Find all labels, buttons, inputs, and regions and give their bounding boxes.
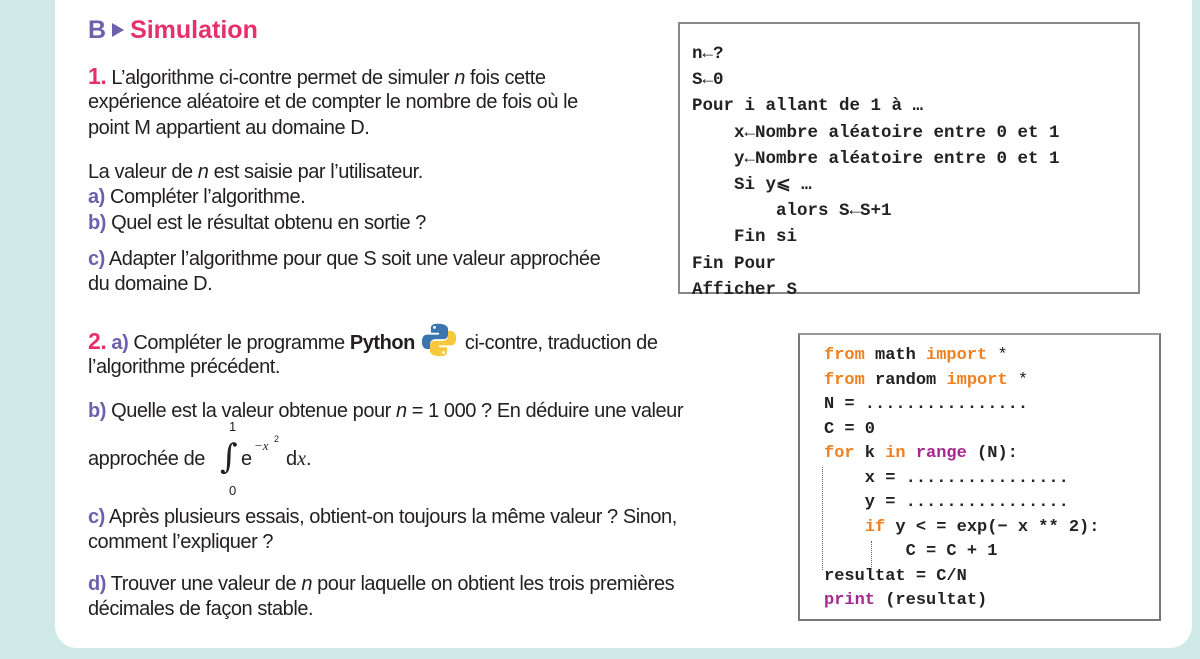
algo-line: Fin si — [692, 227, 798, 248]
q2-b: b) Quelle est la valeur obtenue pour n =… — [88, 400, 684, 422]
q1-c: c) Adapter l’algorithme pour que S soit … — [88, 248, 601, 270]
q2-d-line-2: décimales de façon stable. — [88, 598, 314, 620]
q1-b: b) Quel est le résultat obtenu en sortie… — [88, 212, 426, 234]
python-logo-icon — [421, 323, 456, 356]
integral-expression: 1 ∫ 0 e −x 2 dx. — [220, 419, 312, 498]
algorithm-box: n←? S←0 Pour i allant de 1 à … x←Nombre … — [678, 22, 1140, 300]
q1-line-2: expérience aléatoire et de compter le no… — [88, 91, 578, 113]
q1-note: La valeur de n est saisie par l’utilisat… — [88, 161, 423, 183]
triangle-icon — [112, 23, 125, 38]
code-line: print (resultat) — [824, 591, 988, 610]
algo-line: Afficher S — [692, 279, 798, 300]
q2-a-cont: ci-contre, traduction de — [464, 332, 658, 354]
section-name: Simulation — [130, 16, 258, 44]
q2-a: 2. a) Compléter le programme Python ci-c… — [88, 323, 658, 358]
indent-guide — [871, 541, 872, 569]
q2-c: c) Après plusieurs essais, obtient-on to… — [88, 506, 677, 528]
code-line: from random import * — [824, 370, 1029, 390]
code-line: C = C + 1 — [824, 542, 998, 561]
algo-line: Fin Pour — [692, 253, 777, 274]
algo-line: S←0 — [692, 70, 724, 91]
q1-c-cont: du domaine D. — [88, 273, 213, 295]
q2-a-line-2: l’algorithme précédent. — [88, 356, 280, 378]
q2-c-line-2: comment l’expliquer ? — [88, 531, 274, 553]
algo-line: alors S←S+1 — [692, 201, 892, 222]
integral-sign: ∫ — [220, 437, 238, 477]
q1-line-1: 1. L’algorithme ci-contre permet de simu… — [88, 63, 546, 89]
q2-d: d) Trouver une valeur de n pour laquelle… — [88, 573, 675, 595]
q1-a: a) Compléter l’algorithme. — [88, 186, 306, 208]
code-line: C = 0 — [824, 419, 876, 439]
indent-guide — [822, 467, 823, 570]
code-line: resultat = C/N — [824, 566, 967, 586]
q1-line-3: point M appartient au domaine D. — [88, 117, 370, 139]
algo-line: x←Nombre aléatoire entre 0 et 1 — [692, 122, 1060, 143]
section-letter: B — [88, 16, 107, 44]
python-code-box: from math import * from random import * … — [798, 333, 1161, 621]
code-line: for k in range (N): — [824, 444, 1018, 463]
code-line: x = ................ — [824, 468, 1069, 488]
code-line: if y < = exp(− x ** 2): — [864, 517, 1100, 537]
section-title: B Simulation — [88, 16, 258, 45]
algo-line: y←Nombre aléatoire entre 0 et 1 — [692, 148, 1060, 169]
algo-line: n←? — [692, 44, 724, 64]
code-line: from math import * — [824, 346, 1008, 365]
algo-line: Pour i allant de 1 à … — [692, 96, 924, 117]
code-line: N = ................ — [824, 395, 1029, 414]
algo-line: Si y⩽ … — [692, 175, 812, 196]
q2-b-line-2: approchée de — [88, 448, 205, 470]
code-line: y = ................ — [824, 493, 1069, 512]
